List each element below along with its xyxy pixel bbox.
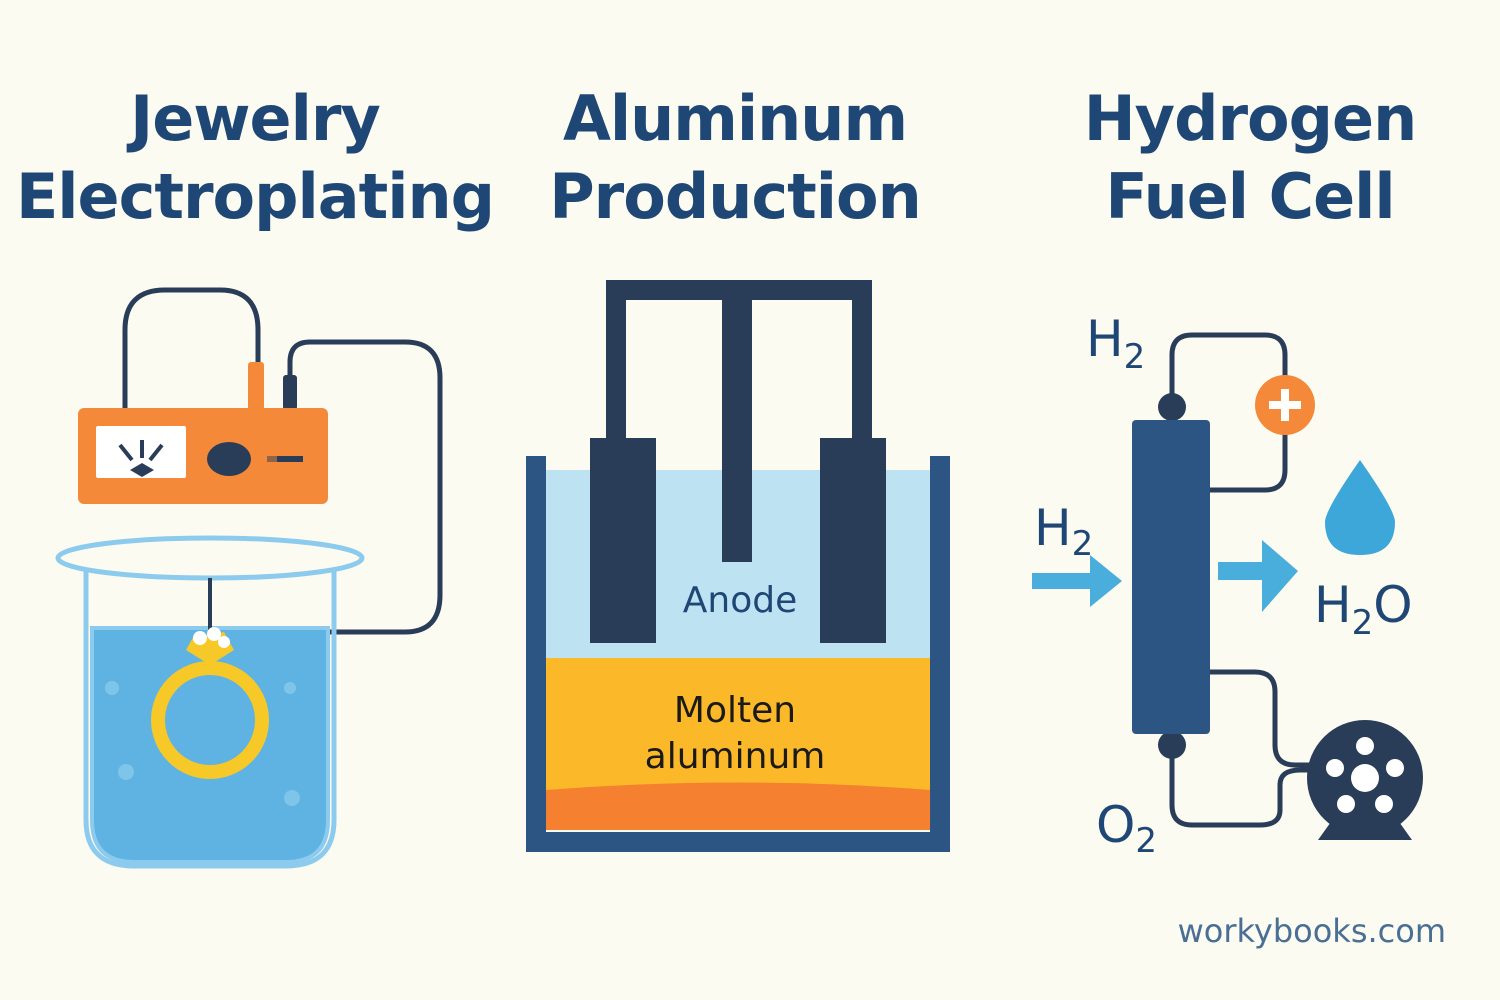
title-jewelry-electroplating: Jewelry Electroplating xyxy=(0,80,510,236)
molten-label-line1: Molten xyxy=(674,690,796,731)
watermark: workybooks.com xyxy=(1177,912,1446,950)
label-water-sub: 2 xyxy=(1352,603,1374,643)
molten-bottom-glow xyxy=(546,782,930,830)
title-line: Production xyxy=(549,160,922,233)
title-line: Electroplating xyxy=(15,160,495,233)
label-h2-top-symbol: H xyxy=(1086,310,1124,368)
wire-top xyxy=(1169,332,1288,493)
electrode-left xyxy=(590,438,656,643)
molten-label-line2: aluminum xyxy=(645,736,826,777)
power-supply-icon xyxy=(78,408,328,504)
label-water-h: H xyxy=(1314,576,1352,634)
motor-icon xyxy=(1307,720,1423,840)
label-water: H2O xyxy=(1314,576,1413,643)
arrow-right-icon xyxy=(1218,540,1298,612)
wire-bottom xyxy=(1169,740,1310,828)
title-line: Aluminum xyxy=(562,82,908,155)
arrow-right-icon xyxy=(1032,555,1122,607)
label-h2-top: H2 xyxy=(1086,310,1145,377)
label-water-o: O xyxy=(1373,576,1412,634)
label-o2: O2 xyxy=(1096,796,1157,861)
panel-electroplating xyxy=(55,287,443,869)
label-h2-side-symbol: H xyxy=(1034,499,1072,557)
water-drop-icon xyxy=(1325,460,1395,555)
electrode-right xyxy=(820,438,886,643)
ring-icon xyxy=(151,627,269,779)
anode-center-rod xyxy=(722,290,752,562)
wire-left xyxy=(122,287,261,410)
title-hydrogen-fuel-cell: Hydrogen Fuel Cell xyxy=(1000,80,1500,236)
title-aluminum-production: Aluminum Production xyxy=(480,80,990,236)
terminal-positive xyxy=(248,362,264,410)
terminal-negative xyxy=(283,375,297,410)
plus-icon xyxy=(1255,375,1315,435)
label-h2-side-sub: 2 xyxy=(1072,524,1094,564)
panel-fuel-cell: H2 H2 H2O O2 xyxy=(1032,310,1423,861)
title-line: Jewelry xyxy=(130,82,381,155)
cell-container xyxy=(526,456,950,852)
label-o2-sub: 2 xyxy=(1135,821,1157,861)
panel-aluminum: Anode Molten aluminum xyxy=(526,280,950,852)
anode-label: Anode xyxy=(683,580,797,621)
connector-top xyxy=(1158,393,1186,421)
connector-bottom xyxy=(1158,731,1186,759)
label-o2-symbol: O xyxy=(1096,796,1135,854)
fuel-cell-body xyxy=(1132,420,1210,734)
label-h2-top-sub: 2 xyxy=(1124,337,1146,377)
title-line: Fuel Cell xyxy=(1105,160,1395,233)
wire-right xyxy=(287,339,443,635)
wire-motor xyxy=(1210,669,1330,768)
title-line: Hydrogen xyxy=(1083,82,1417,155)
label-h2-side: H2 xyxy=(1034,499,1093,564)
